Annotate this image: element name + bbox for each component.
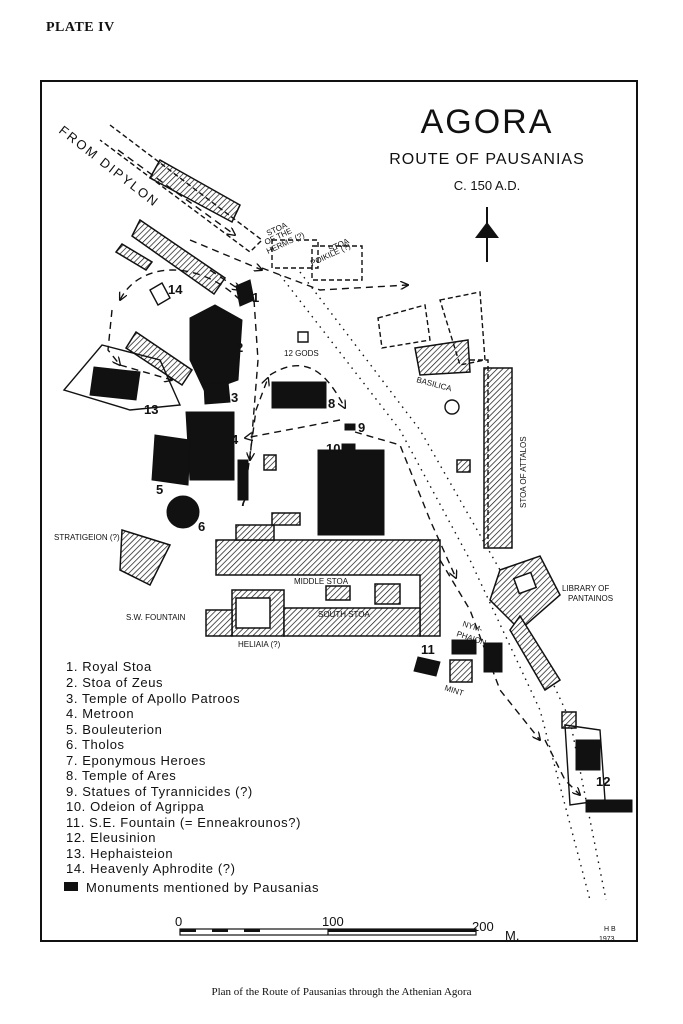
number-13: 13	[144, 402, 158, 417]
heliaia-court	[235, 597, 271, 629]
scale-bar	[179, 928, 477, 936]
number-10: 10	[326, 441, 340, 456]
scale-unit: M.	[505, 928, 519, 943]
number-11: 11	[421, 642, 435, 657]
library-court	[512, 571, 538, 595]
label-stratigeion: STRATIGEION (?)	[54, 533, 120, 542]
legend-item: 4. Metroon	[66, 706, 134, 721]
number-6: 6	[198, 519, 205, 534]
from-dipylon-label: FROM DIPYLON	[56, 123, 162, 211]
map-date: C. 150 A.D.	[454, 178, 520, 193]
scale-zero: 0	[175, 914, 182, 929]
map-frame	[40, 80, 638, 942]
scale-end: 200	[472, 919, 494, 934]
signature-year: 1973	[599, 936, 615, 943]
legend-item: 6. Tholos	[66, 737, 125, 752]
legend-item: 11. S.E. Fountain (= Enneakrounos?)	[66, 815, 301, 830]
number-8: 8	[328, 396, 335, 411]
label-library-1: LIBRARY OF	[562, 584, 609, 593]
label-stoa-attalos: STOA OF ATTALOS	[519, 436, 528, 508]
legend-item: 5. Bouleuterion	[66, 722, 162, 737]
number-4: 4	[231, 432, 239, 447]
monuments-mentioned	[89, 279, 633, 813]
figure-caption: Plan of the Route of Pausanias through t…	[211, 986, 472, 998]
pausanias-route	[107, 149, 580, 795]
number-1: 1	[252, 290, 259, 305]
plate-label: PLATE IV	[46, 20, 115, 35]
legend-item: 13. Hephaisteion	[66, 846, 173, 861]
legend-item: 12. Eleusinion	[66, 830, 156, 845]
number-5: 5	[156, 482, 163, 497]
label-twelve-gods: 12 GODS	[284, 349, 319, 358]
hatched-buildings	[114, 158, 577, 729]
label-mint: MINT	[443, 683, 464, 698]
legend-item: 9. Statues of Tyrannicides (?)	[66, 784, 253, 799]
number-3: 3	[231, 390, 238, 405]
number-7: 7	[240, 494, 247, 509]
legend: 1. Royal Stoa 2. Stoa of Zeus 3. Temple …	[66, 659, 301, 876]
legend-item: 14. Heavenly Aphrodite (?)	[66, 861, 236, 876]
map-subtitle: ROUTE OF PAUSANIAS	[389, 151, 585, 168]
signature-initials: H B	[604, 926, 616, 933]
legend-item: 3. Temple of Apollo Patroos	[66, 691, 240, 706]
legend-item: 10. Odeion of Agrippa	[66, 799, 205, 814]
number-9: 9	[358, 420, 365, 435]
label-library-2: PANTAINOS	[568, 594, 613, 603]
map-title: AGORA	[421, 103, 554, 141]
label-basilica: BASILICA	[415, 375, 453, 393]
scale-mid: 100	[322, 914, 344, 929]
north-arrow-icon	[475, 207, 499, 262]
legend-item: 7. Eponymous Heroes	[66, 753, 206, 768]
label-sw-fountain: S.W. FOUNTAIN	[126, 613, 186, 622]
number-14: 14	[168, 282, 183, 297]
legend-key-swatch	[64, 882, 78, 891]
road-dotted-lines	[279, 271, 607, 901]
number-2: 2	[236, 340, 243, 355]
dashed-outlines	[99, 124, 489, 548]
legend-item: 2. Stoa of Zeus	[66, 675, 163, 690]
legend-item: 1. Royal Stoa	[66, 659, 152, 674]
legend-key-label: Monuments mentioned by Pausanias	[86, 880, 319, 895]
label-middle-stoa: MIDDLE STOA	[294, 577, 349, 586]
label-heliaia: HELIAIA (?)	[238, 640, 281, 649]
number-12: 12	[596, 774, 610, 789]
label-south-stoa: SOUTH STOA	[318, 610, 371, 619]
legend-item: 8. Temple of Ares	[66, 768, 176, 783]
